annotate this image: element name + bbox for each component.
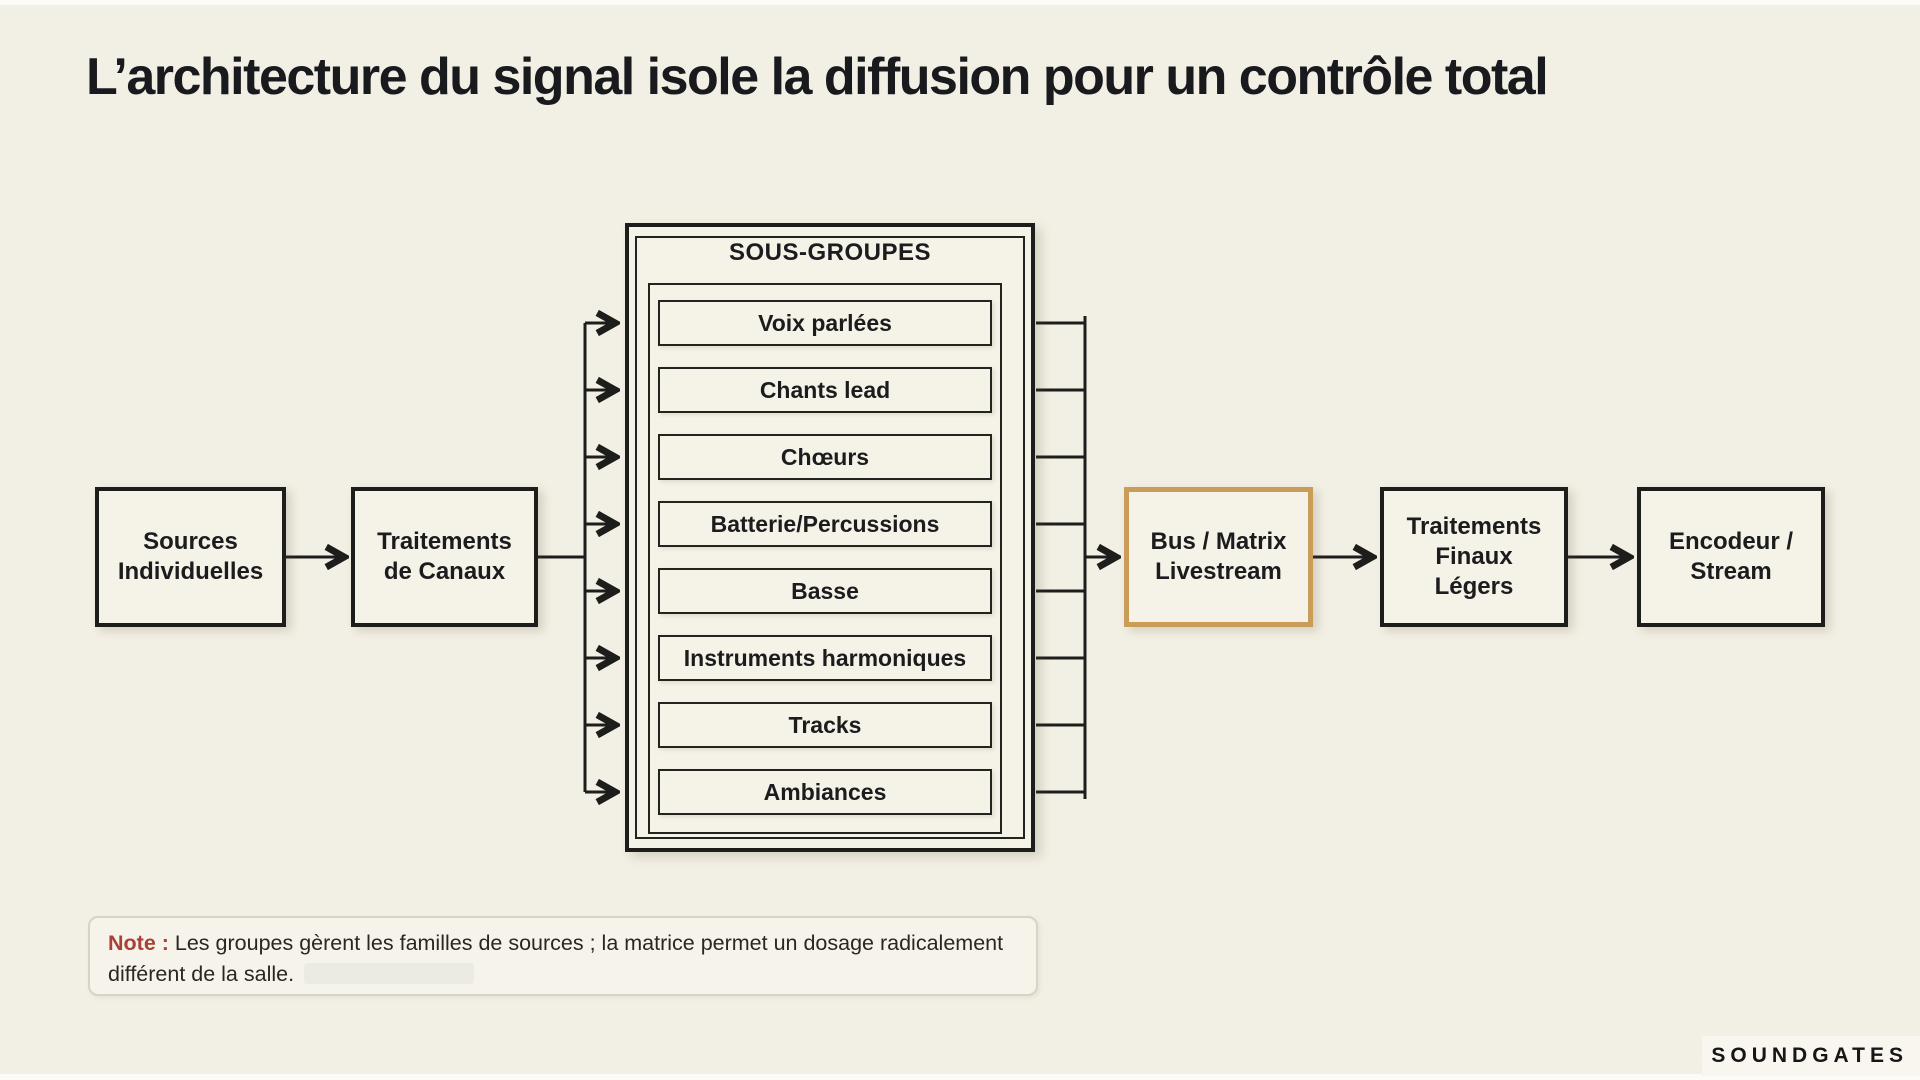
encodeur-stream-label: Encodeur / Stream [1668, 528, 1794, 585]
subgroup-row-tracks: Tracks [658, 702, 992, 748]
subgroup-row-choeurs: Chœurs [658, 434, 992, 480]
sous-groupes-title: SOUS-GROUPES [728, 239, 932, 266]
bottom-edge-strip [0, 1074, 1920, 1080]
encodeur-stream-box: Encodeur / Stream [1637, 487, 1825, 627]
sous-groupes-box: SOUS-GROUPES Voix parlées Chants lead Ch… [625, 223, 1035, 852]
subgroup-row-voix-parlees: Voix parlées [658, 300, 992, 346]
brand-name: SOUNDGATES [1711, 1044, 1908, 1067]
note-text: Les groupes gèrent les familles de sourc… [108, 931, 1004, 986]
subgroup-row-instruments-harmoniques: Instruments harmoniques [658, 635, 992, 681]
redacted-area [304, 963, 475, 984]
traitements-canaux-box: Traitements de Canaux [351, 487, 538, 627]
bus-matrix-livestream-label: Bus / Matrix Livestream [1150, 528, 1287, 585]
traitements-finaux-label: Traitements Finaux Légers [1406, 513, 1542, 600]
subgroup-row-basse: Basse [658, 568, 992, 614]
bus-matrix-livestream-box: Bus / Matrix Livestream [1124, 487, 1313, 627]
note-label: Note : [108, 931, 169, 955]
sources-individuelles-box: Sources Individuelles [95, 487, 286, 627]
traitements-canaux-label: Traitements de Canaux [377, 528, 512, 585]
page-title: L’architecture du signal isole la diffus… [86, 48, 1549, 106]
subgroup-row-batterie-percussions: Batterie/Percussions [658, 501, 992, 547]
brand-footer: SOUNDGATES [1702, 1036, 1920, 1076]
subgroup-row-chants-lead: Chants lead [658, 367, 992, 413]
subgroup-row-ambiances: Ambiances [658, 769, 992, 815]
note-box: Note : Les groupes gèrent les familles d… [88, 916, 1038, 996]
top-edge-strip [0, 0, 1920, 5]
sous-groupes-rows-frame: Voix parlées Chants lead Chœurs Batterie… [648, 283, 1002, 834]
traitements-finaux-box: Traitements Finaux Légers [1380, 487, 1568, 627]
sources-individuelles-label: Sources Individuelles [117, 528, 264, 585]
